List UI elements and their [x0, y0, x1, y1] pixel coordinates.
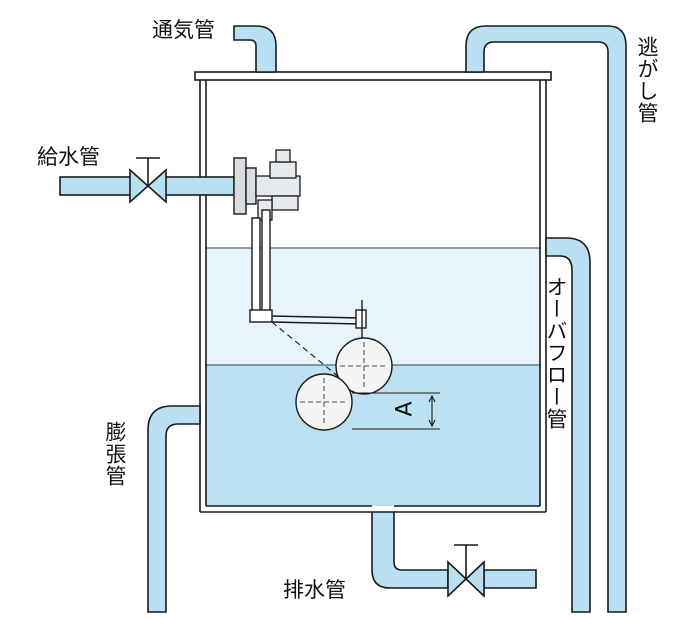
float-linkage	[249, 209, 367, 342]
drain-valve	[447, 544, 485, 598]
dimension-a-label: A	[392, 401, 418, 417]
tank-walls	[194, 71, 552, 513]
overflow-pipe	[545, 237, 591, 613]
supply-pipe-left	[59, 176, 133, 196]
float-lower	[295, 373, 353, 431]
dimension-a-marks	[352, 392, 440, 430]
expansion-pipe	[147, 405, 201, 613]
drain-pipe-outlet	[483, 569, 537, 589]
supply-pipe-right	[163, 176, 235, 196]
supply-flange	[233, 157, 257, 215]
supply-valve	[129, 157, 167, 204]
escape-pipe-label: 逃がし管	[635, 36, 659, 124]
escape-pipe	[465, 25, 627, 613]
float-arm-lower-dashed	[271, 321, 341, 379]
drain-pipe	[371, 511, 449, 589]
ball-tap-body	[255, 149, 301, 221]
vent-pipe-label: 通気管	[152, 18, 215, 42]
float-upper	[335, 337, 393, 395]
vent-pipe	[233, 25, 277, 73]
overflow-pipe-label: オーバフロー管	[544, 276, 568, 430]
supply-pipe-label: 給水管	[37, 145, 100, 169]
drain-pipe-label: 排水管	[283, 578, 346, 602]
expansion-pipe-label: 膨張管	[103, 421, 127, 487]
